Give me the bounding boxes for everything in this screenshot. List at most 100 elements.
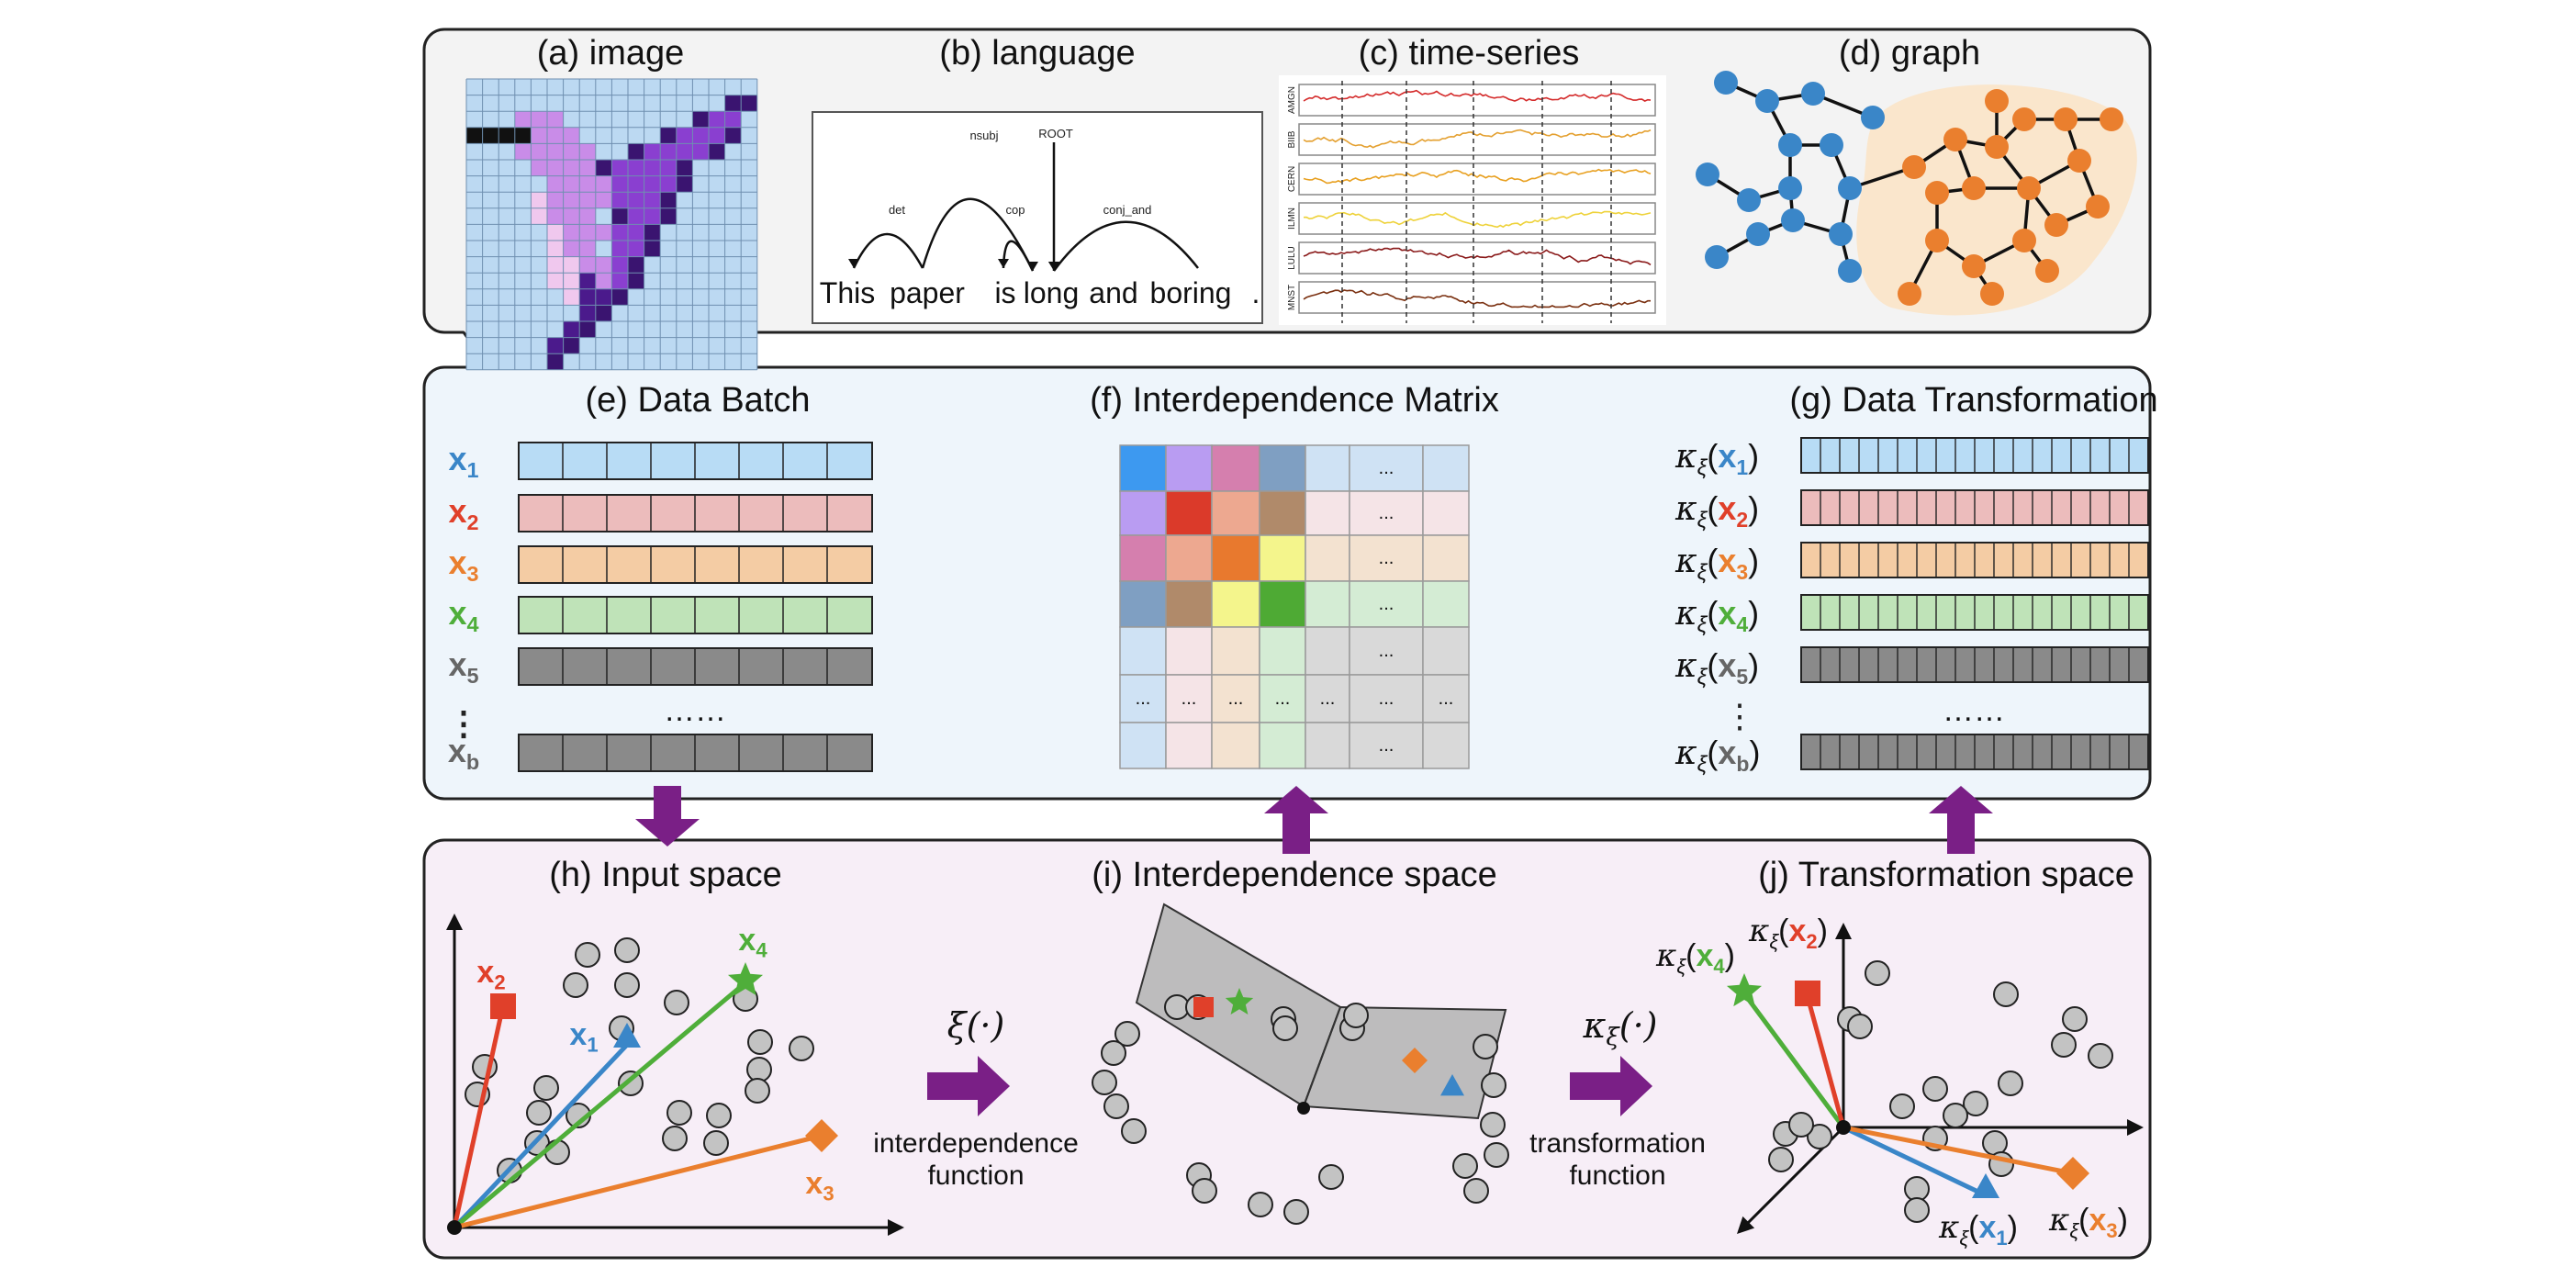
pixel bbox=[628, 256, 644, 274]
pixel bbox=[563, 143, 580, 160]
matrix-ellipsis: ... bbox=[1136, 689, 1151, 709]
matrix-cell bbox=[1259, 722, 1306, 769]
graph-node-blue bbox=[1778, 176, 1802, 200]
pixel bbox=[579, 273, 596, 289]
x4-star-marker bbox=[1726, 973, 1763, 1007]
matrix-ellipsis: ... bbox=[1275, 689, 1291, 709]
batch-ellipsis: …… bbox=[664, 693, 726, 728]
x-axis-arrow bbox=[2127, 1119, 2144, 1136]
trans-point bbox=[1982, 1130, 2008, 1156]
ts-ticker: AMGN bbox=[1287, 86, 1297, 114]
pixel bbox=[579, 224, 596, 241]
trans-space-title: (j) Transformation space bbox=[1758, 856, 2134, 894]
trans-point bbox=[1904, 1197, 1930, 1223]
matrix-cell bbox=[1119, 626, 1167, 676]
interdependence-space-plot bbox=[1092, 902, 1509, 1225]
pixel bbox=[644, 160, 661, 176]
matrix-cell bbox=[1305, 722, 1350, 769]
pixel bbox=[595, 224, 612, 241]
matrix-cell bbox=[1259, 490, 1306, 536]
sentence-word: paper bbox=[890, 276, 965, 309]
matrix-cell bbox=[1305, 626, 1350, 676]
language-title: (b) language bbox=[939, 34, 1135, 73]
input-point bbox=[533, 1075, 559, 1101]
inter-point bbox=[1480, 1112, 1506, 1138]
matrix-cell bbox=[1259, 444, 1306, 492]
pixel bbox=[547, 127, 564, 144]
pixel bbox=[611, 224, 628, 241]
transform-row-label: κξ(x4) bbox=[1674, 594, 1759, 637]
matrix-cell bbox=[1422, 580, 1470, 628]
batch-row-label: x2 bbox=[448, 492, 478, 534]
pixel bbox=[563, 288, 580, 306]
pixel bbox=[628, 175, 644, 193]
matrix-cell bbox=[1305, 674, 1350, 723]
interdependence-function: ξ(·) interdependence function bbox=[873, 1005, 1079, 1191]
pixel bbox=[531, 143, 547, 160]
matrix-cell bbox=[1422, 534, 1470, 582]
matrix-ellipsis: ... bbox=[1379, 503, 1394, 523]
input-point bbox=[614, 937, 640, 963]
inter-point bbox=[1484, 1142, 1509, 1168]
graph-node-blue bbox=[1820, 133, 1843, 157]
dep-arrowhead bbox=[1027, 262, 1038, 271]
matrix-cell bbox=[1165, 444, 1213, 492]
matrix-cell bbox=[1422, 674, 1470, 723]
input-point bbox=[618, 1071, 644, 1096]
y-axis-arrow bbox=[446, 914, 463, 930]
input-point bbox=[526, 1100, 552, 1126]
ts-ticker: BIIB bbox=[1287, 130, 1297, 148]
pixel bbox=[611, 256, 628, 274]
inter-point bbox=[1272, 1015, 1298, 1041]
pixel bbox=[579, 305, 596, 321]
matrix-cell bbox=[1305, 580, 1350, 628]
matrix-cell bbox=[1165, 626, 1213, 676]
trans-point bbox=[1889, 1093, 1915, 1119]
ts-row-box bbox=[1298, 241, 1656, 275]
matrix-title: (f) Interdependence Matrix bbox=[1090, 381, 1499, 420]
trans-point bbox=[1998, 1071, 2023, 1096]
pixel bbox=[709, 127, 725, 144]
trans-point bbox=[1963, 1091, 1988, 1116]
sentence-word: long bbox=[1024, 276, 1080, 309]
pixel bbox=[563, 175, 580, 193]
matrix-cell bbox=[1165, 722, 1213, 769]
inter-point bbox=[1092, 1070, 1117, 1095]
pixel bbox=[660, 127, 677, 144]
pixel bbox=[628, 273, 644, 289]
matrix-cell bbox=[1349, 626, 1424, 676]
matrix-cell bbox=[1349, 580, 1424, 628]
pixel bbox=[547, 241, 564, 257]
sentence-word: and bbox=[1089, 276, 1137, 309]
pixel bbox=[579, 256, 596, 274]
arrow-inter-to-matrix bbox=[1264, 786, 1328, 854]
pixel bbox=[563, 160, 580, 176]
matrix-cell bbox=[1211, 534, 1260, 582]
pixel bbox=[531, 111, 547, 128]
matrix-ellipsis: ... bbox=[1320, 689, 1336, 709]
pixel bbox=[676, 143, 693, 160]
transform-row-label: κξ(x1) bbox=[1674, 437, 1759, 480]
matrix-ellipsis: ... bbox=[1228, 689, 1244, 709]
batch-row-label: x3 bbox=[448, 544, 478, 586]
pixel bbox=[709, 111, 725, 128]
pixel bbox=[563, 256, 580, 274]
pixel bbox=[563, 127, 580, 144]
matrix-cell bbox=[1259, 626, 1306, 676]
matrix-ellipsis: ... bbox=[1439, 689, 1454, 709]
pixel bbox=[644, 192, 661, 208]
vector-x4 bbox=[453, 982, 745, 1229]
graph-node-orange bbox=[1925, 229, 1949, 252]
pixel bbox=[579, 143, 596, 160]
transform-row-label: κξ(xb) bbox=[1674, 734, 1760, 777]
label-x4: x4 bbox=[738, 923, 767, 961]
trans-point bbox=[1768, 1147, 1794, 1172]
pixel bbox=[660, 143, 677, 160]
pixel bbox=[498, 127, 515, 144]
inter-point bbox=[1473, 1034, 1498, 1059]
pixel bbox=[644, 207, 661, 225]
trans-point bbox=[1943, 1103, 1968, 1128]
x2-square-marker bbox=[490, 993, 516, 1019]
arrow-trans-to-transform bbox=[1929, 786, 1993, 854]
